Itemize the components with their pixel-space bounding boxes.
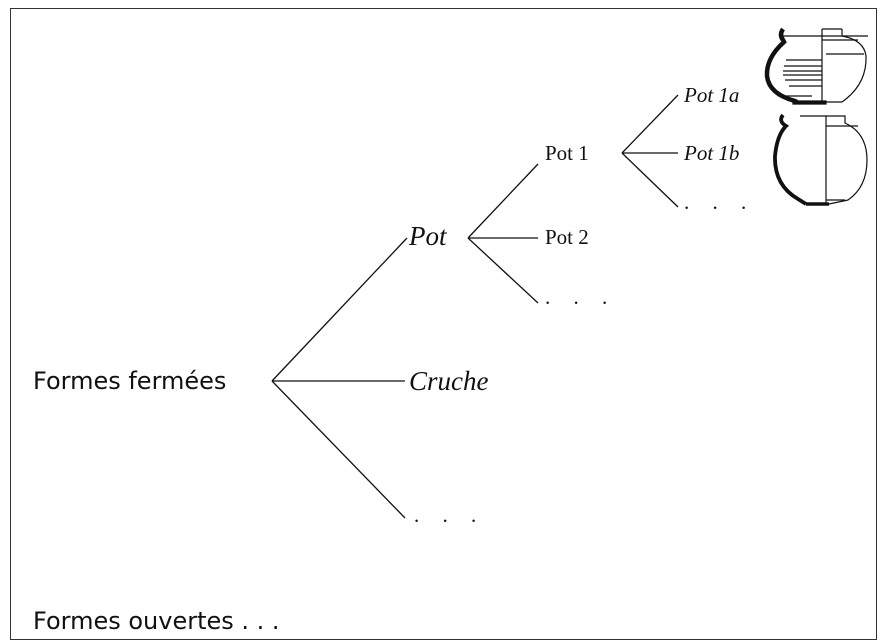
label-pot-1b: Pot 1b xyxy=(684,141,740,165)
edge-pot-ellipsis xyxy=(467,237,539,304)
edge-pot-pot1 xyxy=(467,163,539,239)
edge-fermees-ellipsis xyxy=(271,380,406,519)
label-pot-1: Pot 1 xyxy=(545,141,589,165)
label-cruche: Cruche xyxy=(409,366,489,396)
edge-pot1-pot1a xyxy=(621,94,679,154)
label-formes-ouvertes: Formes ouvertes . . . xyxy=(33,607,280,635)
label-formes-fermees: Formes fermées xyxy=(33,367,227,395)
diagram-frame xyxy=(10,8,877,640)
ellipsis-fermees: . . . xyxy=(414,503,486,527)
ellipsis-pot-1: . . . xyxy=(684,190,756,214)
label-pot-1a: Pot 1a xyxy=(684,83,740,107)
label-pot-2: Pot 2 xyxy=(545,225,589,249)
pot-1b-profile-icon xyxy=(773,113,868,206)
pot-1a-profile-icon xyxy=(764,27,868,105)
edge-fermees-pot xyxy=(271,237,408,382)
label-pot: Pot xyxy=(409,221,447,251)
edge-pot1-ellipsis xyxy=(621,152,679,208)
ellipsis-pot: . . . xyxy=(545,285,617,309)
